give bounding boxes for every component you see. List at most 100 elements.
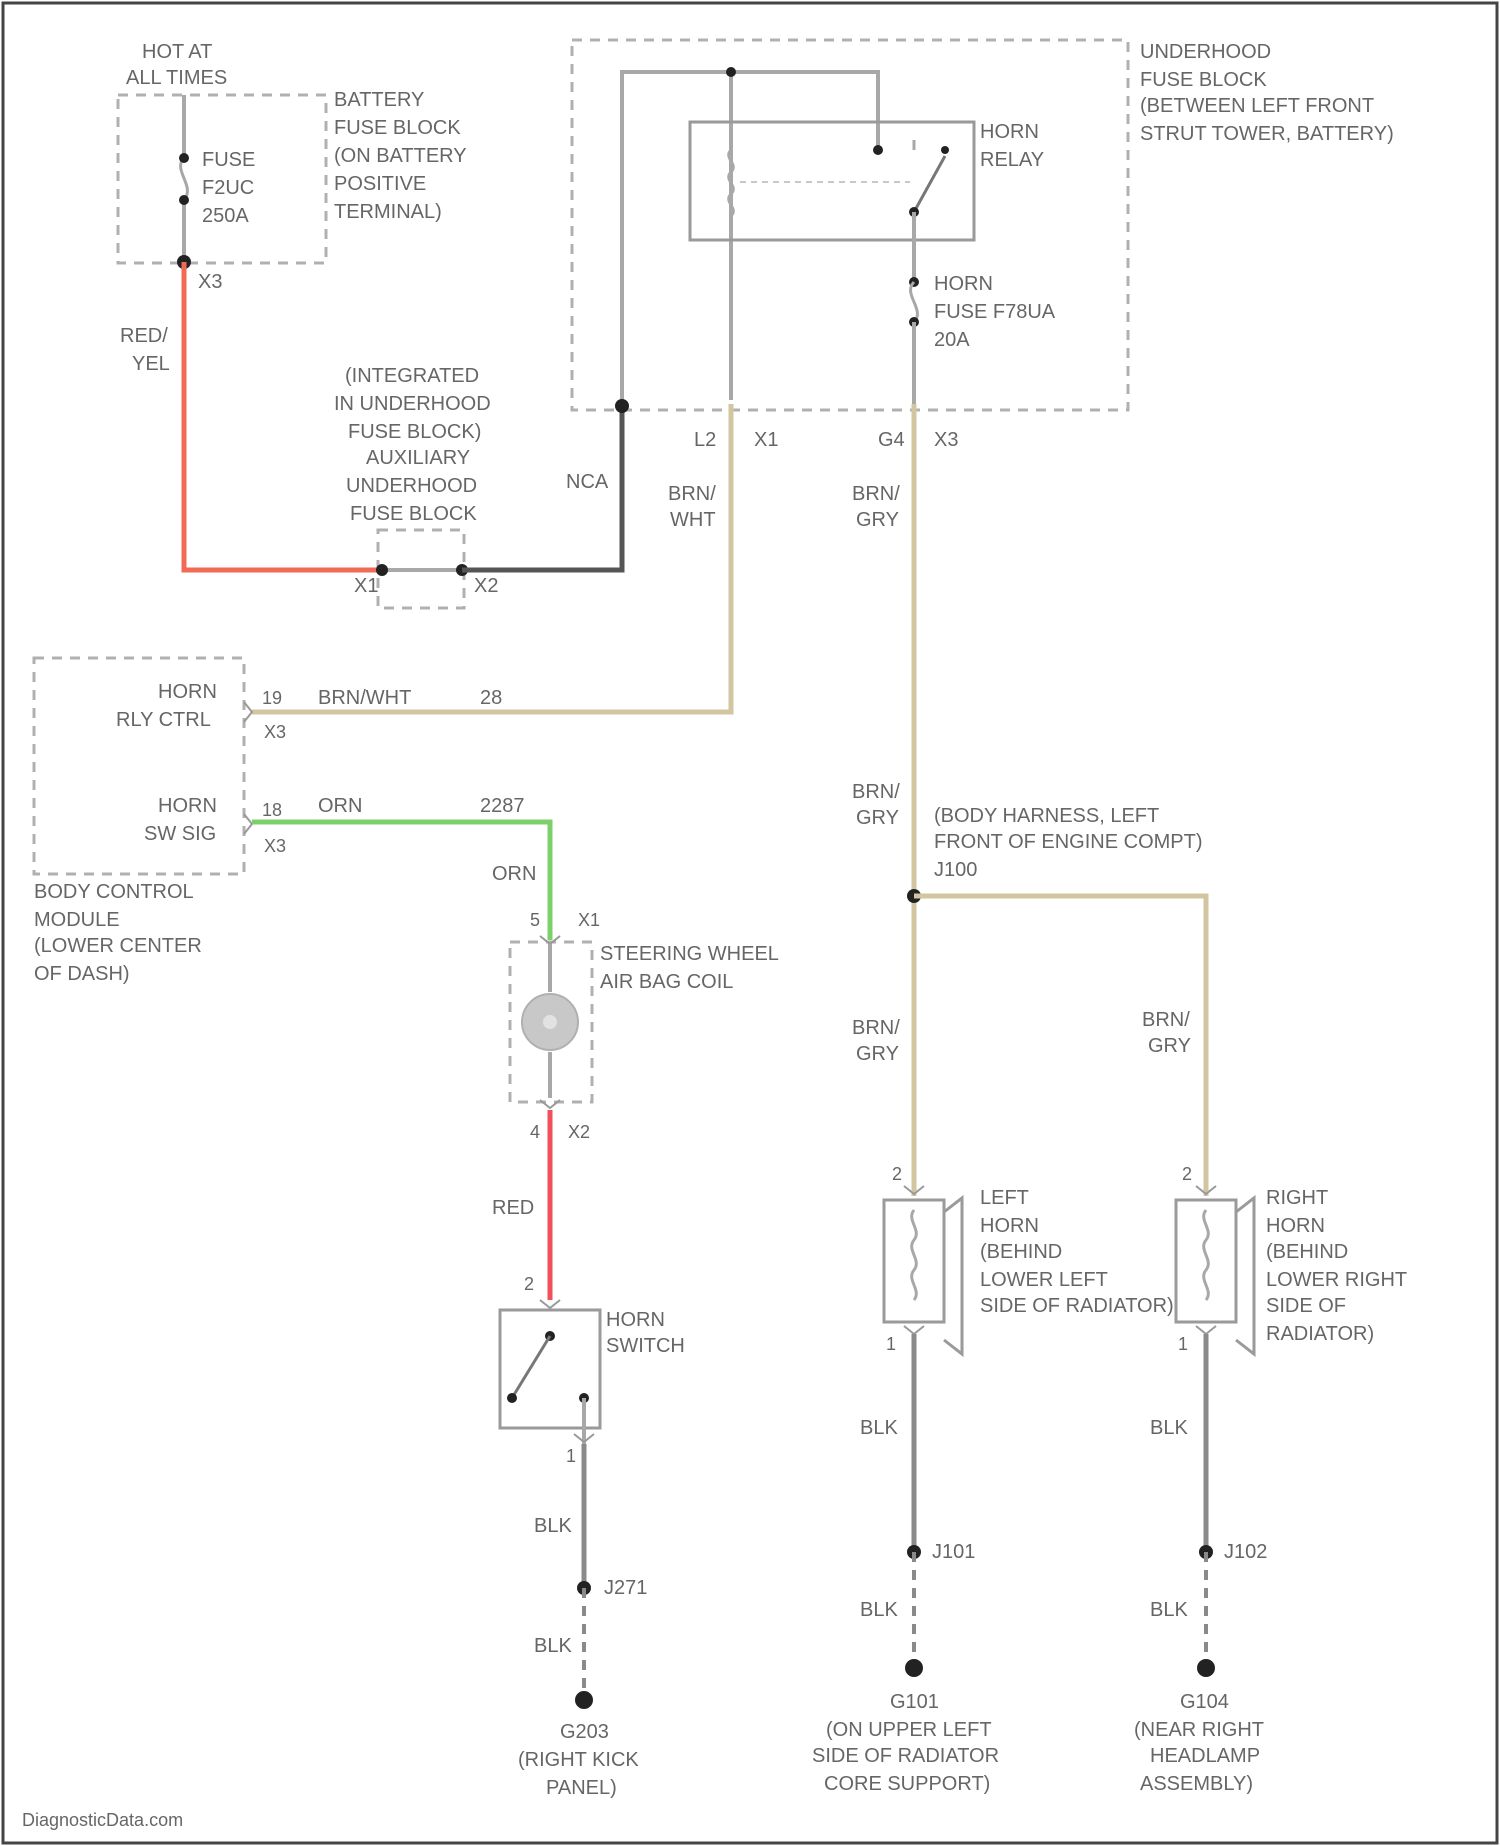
bcm-circ2-label: 2287 [480,795,525,817]
horn-relay-label-1: HORN [980,121,1039,143]
bcm-title-3: (LOWER CENTER [34,935,202,957]
battery-fuse-block-title-5: TERMINAL) [334,201,442,223]
bcm-pin-19: 19 [262,688,282,708]
ground-g101-3: SIDE OF RADIATOR [812,1745,999,1767]
wire-blk-label-4: BLK [860,1599,898,1621]
left-horn-icon [944,1198,962,1354]
aux-title-4: AUXILIARY [366,447,470,469]
aux-pin-x1: X1 [354,575,378,597]
aux-title-5: UNDERHOOD [346,475,477,497]
fuse-f2uc-label-1: FUSE [202,149,255,171]
horn-fuse-label-1: HORN [934,273,993,295]
aux-title-1: (INTEGRATED [345,365,479,387]
right-horn-title-5: SIDE OF [1266,1295,1346,1317]
wire-blk-label-1: BLK [534,1515,572,1537]
left-horn: 2 LEFT HORN (BEHIND LOWER LEFT SIDE OF R… [884,1164,1174,1354]
ground-g104-4: ASSEMBLY) [1140,1773,1253,1795]
right-horn: 2 RIGHT HORN (BEHIND LOWER RIGHT SIDE OF… [1176,1164,1407,1354]
horn-relay-label-2: RELAY [980,149,1044,171]
airbag-pin-5: 5 [530,910,540,930]
battery-fuse-block-title-4: POSITIVE [334,173,426,195]
airbag-title-1: STEERING WHEEL [600,943,779,965]
left-horn-title-4: LOWER LEFT [980,1269,1108,1291]
battery-fuse-block-title-1: BATTERY [334,89,424,111]
ground-g101-4: CORE SUPPORT) [824,1773,990,1795]
ground-g203-icon [575,1691,593,1709]
wire-brn-gry-label-4: GRY [856,807,899,829]
ground-g104-2: (NEAR RIGHT [1134,1719,1264,1741]
horn-fuse-label-2: FUSE F78UA [934,301,1056,323]
underhood-title-4: STRUT TOWER, BATTERY) [1140,123,1394,145]
right-horn-pin-2: 2 [1182,1164,1192,1184]
splice-j100-id: J100 [934,859,977,881]
diagram-frame [3,3,1497,1843]
ground-g203-1: G203 [560,1721,609,1743]
bcm-pin-x3-b: X3 [264,836,286,856]
aux-title-3: FUSE BLOCK) [348,421,481,443]
wire-brn-gry-label-5: BRN/ [852,1017,900,1039]
right-horn-title-6: RADIATOR) [1266,1323,1374,1345]
fuse-f2uc-symbol [181,158,188,200]
underhood-pin-x3: X3 [934,429,958,451]
bcm-wire2-label: ORN [318,795,362,817]
horn-switch-pin-2: 2 [524,1274,534,1294]
airbag-pin-x2: X2 [568,1122,590,1142]
watermark: DiagnosticData.com [22,1810,183,1830]
bcm-pin-x3-a: X3 [264,722,286,742]
ground-g203-3: PANEL) [546,1777,617,1799]
bcm-sw-sig-2: SW SIG [144,823,216,845]
wire-brn-gry-label-3: BRN/ [852,781,900,803]
airbag-pin-4: 4 [530,1122,540,1142]
aux-pin-x2: X2 [474,575,498,597]
wire-red-label: RED [492,1197,534,1219]
airbag-title-2: AIR BAG COIL [600,971,733,993]
left-horn-title-5: SIDE OF RADIATOR) [980,1295,1174,1317]
horn-switch-title-2: SWITCH [606,1335,685,1357]
ground-g203-2: (RIGHT KICK [518,1749,639,1771]
wire-brn-gry-label-1: BRN/ [852,483,900,505]
ground-g104-3: HEADLAMP [1150,1745,1260,1767]
horn-switch-pin-1: 1 [566,1446,576,1466]
wire-red-yel-label-1: RED/ [120,325,168,347]
underhood-fuse-block: UNDERHOOD FUSE BLOCK (BETWEEN LEFT FRONT… [572,40,1394,451]
splice-j101-label: J101 [932,1541,975,1563]
left-horn-title-1: LEFT [980,1187,1029,1209]
left-horn-pin-2: 2 [892,1164,902,1184]
battery-pin-x3: X3 [198,271,222,293]
ground-g101-2: (ON UPPER LEFT [826,1719,992,1741]
left-horn-title-3: (BEHIND [980,1241,1062,1263]
right-horn-icon [1236,1198,1254,1354]
wire-brn-wht-label-2: WHT [670,509,716,531]
bcm-sw-sig-1: HORN [158,795,217,817]
splice-j100-title-2: FRONT OF ENGINE COMPT) [934,831,1203,853]
horn-fuse-label-3: 20A [934,329,970,351]
bcm-circ1-label: 28 [480,687,502,709]
bcm-title-4: OF DASH) [34,963,130,985]
wire-brn-gry-label-6: GRY [856,1043,899,1065]
ground-g101-icon [905,1659,923,1677]
wire-blk-label-2: BLK [534,1635,572,1657]
right-horn-title-4: LOWER RIGHT [1266,1269,1407,1291]
wire-brn-wht [252,404,731,712]
ground-g104-icon [1197,1659,1215,1677]
underhood-pin-l2: L2 [694,429,716,451]
splice-j271-label: J271 [604,1577,647,1599]
bcm-title-2: MODULE [34,909,120,931]
underhood-pin-x1: X1 [754,429,778,451]
battery-fuse-block-title-2: FUSE BLOCK [334,117,461,139]
wire-blk-label-6: BLK [1150,1599,1188,1621]
fuse-f2uc-label-3: 250A [202,205,249,227]
bcm-title-1: BODY CONTROL [34,881,194,903]
fuse-f2uc-label-2: F2UC [202,177,254,199]
ground-g104-1: G104 [1180,1691,1229,1713]
wire-blk-label-3: BLK [860,1417,898,1439]
wire-brn-gry-right-label-1: BRN/ [1142,1009,1190,1031]
bcm-rly-ctrl-2: RLY CTRL [116,709,211,731]
underhood-title-3: (BETWEEN LEFT FRONT [1140,95,1374,117]
wire-brn-gry-right-label-2: GRY [1148,1035,1191,1057]
wire-red-yel-label-2: YEL [132,353,170,375]
hot-at-label-1: HOT AT [142,41,212,63]
underhood-title-2: FUSE BLOCK [1140,69,1267,91]
left-horn-title-2: HORN [980,1215,1039,1237]
